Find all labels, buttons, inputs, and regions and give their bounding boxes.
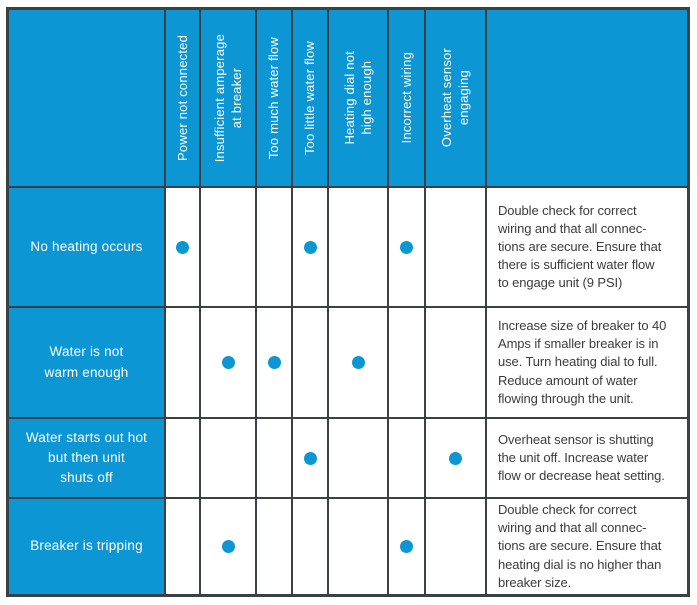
mark-dot [351,356,365,369]
remedy-cell: Overheat sensor is shutting the unit off… [487,419,687,497]
matrix-cell [257,308,291,417]
matrix-cell [201,308,255,417]
matrix-cell [389,188,424,306]
remedy-cell: Double check for correct wiring and that… [487,499,687,594]
cause-header-label: Too much water flow [266,36,282,160]
cause-header-too-much-water-flow: Too much water flow [257,10,291,186]
mark-dot [303,451,317,465]
corner-cell [9,10,164,186]
problem-label-starts-hot-shuts-off: Water starts out hot but then unit shuts… [9,419,164,497]
remedies-header-cell [487,10,687,186]
matrix-cell [293,499,327,594]
cause-header-incorrect-wiring: Incorrect wiring [389,10,424,186]
matrix-cell [166,308,199,417]
matrix-cell [426,419,485,497]
cause-header-too-little-water-flow: Too little water flow [293,10,327,186]
matrix-cell [293,308,327,417]
matrix-cell [293,419,327,497]
cause-header-label: Too little water flow [302,40,318,156]
matrix-cell [293,188,327,306]
remedy-text: Increase size of breaker to 40 Amps if s… [498,318,667,406]
mark-dot [176,240,189,254]
remedy-cell: Double check for correct wiring and that… [487,188,687,306]
mark-dot [221,356,235,369]
cause-header-insufficient-amperage: Insufficient amperage at breaker [201,10,255,186]
matrix-cell [426,308,485,417]
cause-header-label: Overheat sensor engaging [439,48,472,148]
matrix-cell [389,499,424,594]
matrix-cell [257,499,291,594]
matrix-cell [166,188,199,306]
cause-header-label: Heating dial not high enough [341,51,374,145]
matrix-cell [329,499,387,594]
mark-dot [400,540,413,553]
remedy-text: Double check for correct wiring and that… [498,502,662,590]
matrix-cell [257,188,291,306]
problem-label-water-not-warm: Water is not warm enough [9,308,164,417]
matrix-cell [329,188,387,306]
problem-label-breaker-tripping: Breaker is tripping [9,499,164,594]
matrix-cell [257,419,291,497]
matrix-cell [389,308,424,417]
cause-header-overheat-sensor: Overheat sensor engaging [426,10,485,186]
matrix-cell [201,499,255,594]
matrix-cell [426,188,485,306]
remedy-text: Overheat sensor is shutting the unit off… [498,431,665,484]
remedy-text: Double check for correct wiring and that… [498,202,662,291]
matrix-cell [389,419,424,497]
mark-dot [400,240,413,254]
troubleshooting-table: Power not connected Insufficient amperag… [6,7,690,597]
mark-dot [221,540,235,553]
cause-header-power-not-connected: Power not connected [166,10,199,186]
matrix-cell [166,419,199,497]
mark-dot [449,451,462,465]
cause-header-label: Incorrect wiring [398,52,414,144]
cause-header-heating-dial: Heating dial not high enough [329,10,387,186]
matrix-cell [426,499,485,594]
matrix-cell [201,188,255,306]
matrix-cell [201,419,255,497]
cause-header-label: Power not connected [174,35,190,161]
cause-header-label: Insufficient amperage at breaker [211,33,244,163]
mark-dot [303,240,317,254]
problem-label-no-heating: No heating occurs [9,188,164,306]
matrix-cell [166,499,199,594]
remedy-cell: Increase size of breaker to 40 Amps if s… [487,308,687,417]
mark-dot [267,356,281,369]
matrix-cell [329,308,387,417]
matrix-cell [329,419,387,497]
